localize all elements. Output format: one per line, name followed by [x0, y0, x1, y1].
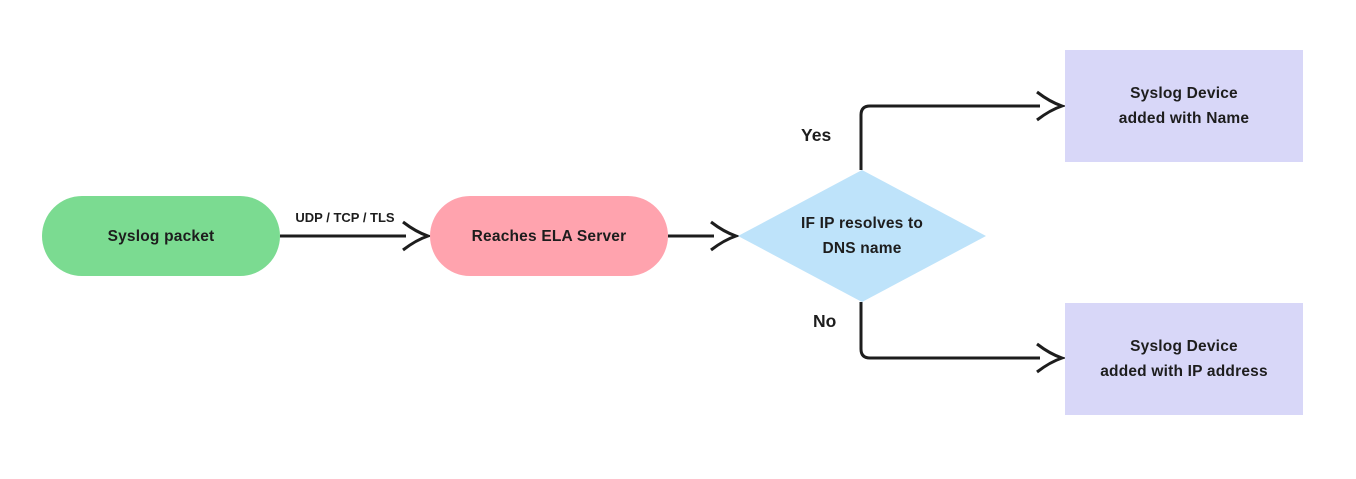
node-reaches-ela-server: Reaches ELA Server	[430, 196, 668, 276]
node-syslog-packet-label: Syslog packet	[107, 227, 215, 245]
edge-no	[859, 302, 1067, 374]
edge-label-no: No	[813, 311, 837, 331]
node-reaches-ela-server-label: Reaches ELA Server	[471, 227, 627, 245]
edge-label-yes: Yes	[801, 125, 832, 145]
edge-yes	[859, 90, 1067, 170]
edge-to-decision	[668, 220, 741, 252]
node-decision-diamond: IF IP resolves to DNS name	[738, 170, 986, 302]
node-syslog-packet: Syslog packet	[42, 196, 280, 276]
node-added-with-name-label: Syslog Device added with Name	[1118, 85, 1250, 127]
node-syslog-device-added-with-ip: Syslog Device added with IP address	[1065, 303, 1303, 415]
node-added-with-ip-label: Syslog Device added with IP address	[1100, 338, 1268, 380]
edge-transport	[280, 220, 433, 252]
edge-label-transport: UDP / TCP / TLS	[295, 210, 395, 225]
node-syslog-device-added-with-name: Syslog Device added with Name	[1065, 50, 1303, 162]
node-decision-label: IF IP resolves to DNS name	[801, 215, 923, 257]
